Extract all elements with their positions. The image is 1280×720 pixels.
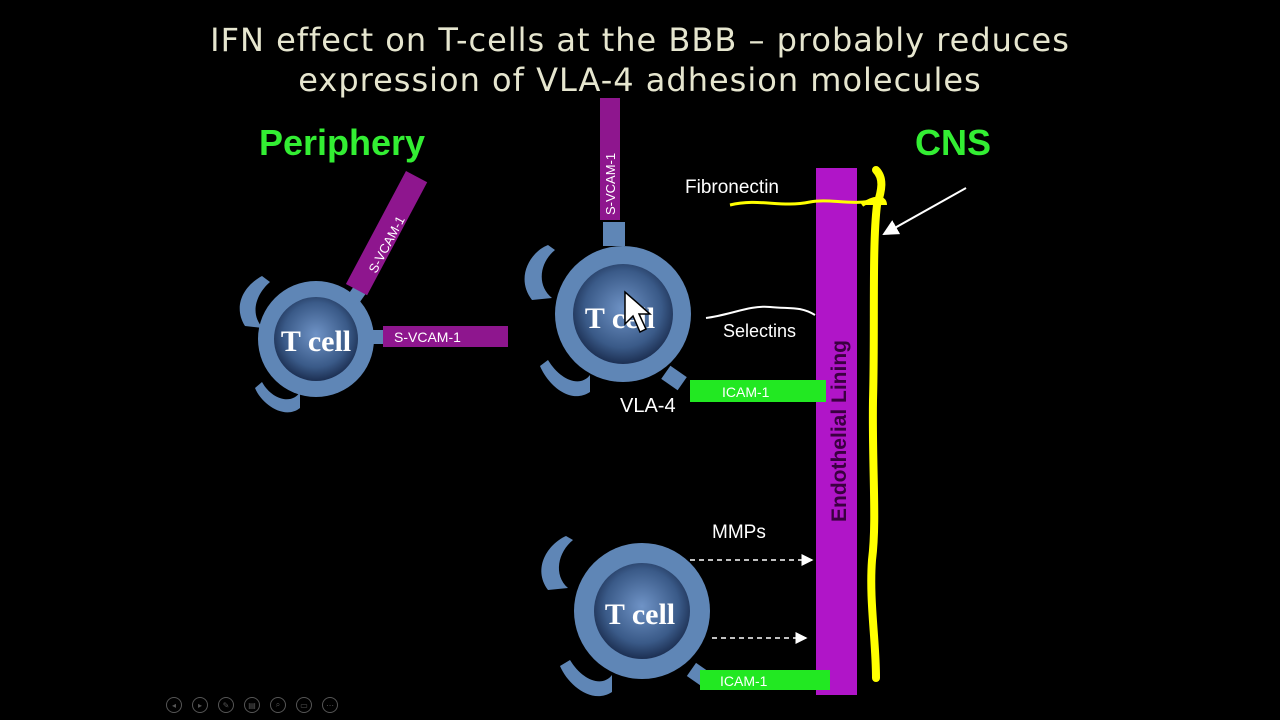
fibronectin-strand [729,198,879,207]
subtitles-icon[interactable]: ▭ [296,697,312,713]
zoom-icon[interactable]: ⌕ [270,697,286,713]
cns-label: CNS [915,122,992,163]
icam-middle-label: ICAM-1 [722,384,770,400]
svcam-horizontal [383,326,508,347]
middle-t-cell [524,222,691,397]
membrane-pointer-arrow [882,187,967,235]
pen-icon[interactable]: ✎ [218,697,234,713]
slides-icon[interactable]: ▤ [244,697,260,713]
icam-middle [690,380,826,402]
endothelial-lining [816,168,857,695]
slideshow-toolbar: ◂ ▸ ✎ ▤ ⌕ ▭ ⋯ [166,697,338,713]
svcam-vertical-label: S-VCAM-1 [603,153,618,215]
icam-bottom [700,670,830,690]
endothelial-lining-label: Endothelial Lining [828,340,851,522]
svcam-vertical [600,98,620,220]
selectin-strand [705,305,816,319]
fibronectin-label: Fibronectin [685,177,779,198]
periphery-label: Periphery [259,122,426,163]
selectins-label: Selectins [723,321,796,341]
svcam-diagonal [345,171,428,296]
icam-bottom-label: ICAM-1 [720,673,768,689]
mmps-label: MMPs [712,522,766,543]
left-t-cell-label: T cell [281,325,351,358]
vla4-label: VLA-4 [620,395,676,417]
prev-icon[interactable]: ◂ [166,697,182,713]
next-icon[interactable]: ▸ [192,697,208,713]
cns-membrane [867,166,886,682]
bottom-t-cell-label: T cell [605,598,675,631]
mouse-cursor-icon [624,290,652,334]
more-icon[interactable]: ⋯ [322,697,338,713]
svcam-horizontal-label: S-VCAM-1 [394,329,461,345]
bottom-t-cell [541,536,710,697]
slide-title-line1: IFN effect on T-cells at the BBB – proba… [210,21,1070,59]
slide-title-line2: expression of VLA-4 adhesion molecules [298,61,982,99]
